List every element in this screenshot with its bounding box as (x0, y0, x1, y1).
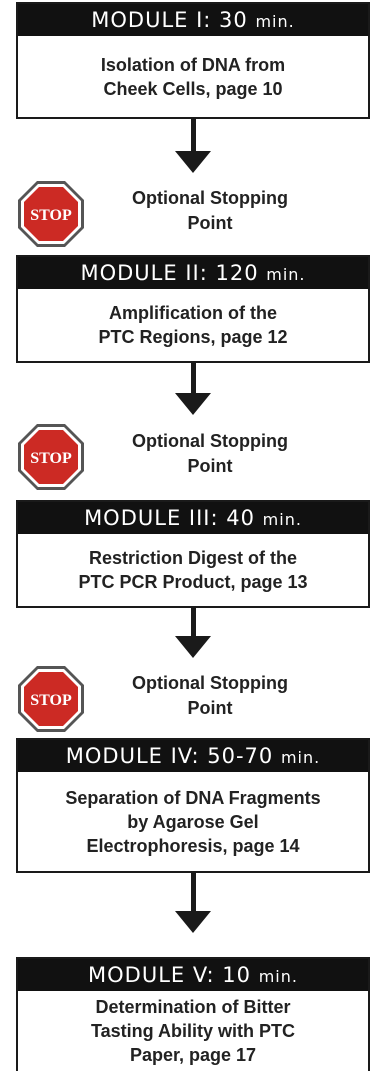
stop-label-line1: Optional Stopping (132, 673, 288, 693)
module-1-line: Isolation of DNA from (100, 54, 286, 75)
stop-sign-icon: STOP (18, 424, 84, 490)
module-3-description: Restriction Digest of the PTC PCR Produc… (18, 534, 368, 606)
module-1-box: MODULE I: 30 min. Isolation of DNA from … (16, 2, 370, 119)
svg-text:STOP: STOP (30, 207, 72, 224)
module-1-unit: min. (255, 12, 295, 31)
module-4-line: Electrophoresis, page 14 (86, 835, 300, 856)
module-2-line: PTC Regions, page 12 (98, 327, 288, 347)
svg-text:STOP: STOP (30, 692, 72, 709)
module-2-line: Amplification of the (109, 303, 277, 323)
module-5-description: Determination of Bitter Tasting Ability … (18, 991, 368, 1071)
module-2-minutes: 120 (215, 261, 259, 285)
flow-arrow-2 (175, 363, 211, 415)
module-4-box: MODULE IV: 50-70 min. Separation of DNA … (16, 738, 370, 873)
stop-label: Optional Stopping Point (110, 671, 310, 721)
stop-sign-icon: STOP (18, 181, 84, 247)
module-3-line: PTC PCR Product, page 13 (78, 572, 308, 592)
module-5-minutes: 10 (222, 963, 252, 987)
module-2-box: MODULE II: 120 min. Amplification of the… (16, 255, 370, 363)
module-4-minutes: 50-70 (207, 744, 274, 768)
flow-arrow-4 (175, 873, 211, 933)
stop-label-line2: Point (187, 698, 233, 718)
module-1-header: MODULE I: 30 min. (18, 4, 368, 36)
stop-label-line1: Optional Stopping (132, 188, 288, 208)
module-2-description: Amplification of the PTC Regions, page 1… (18, 289, 368, 361)
svg-text:STOP: STOP (30, 450, 72, 467)
module-5-line: Determination of Bitter (95, 997, 291, 1017)
module-2-title: MODULE II: (80, 261, 208, 285)
module-4-description: Separation of DNA Fragments by Agarose G… (18, 772, 368, 871)
module-5-line: Tasting Ability with PTC (91, 1021, 295, 1041)
flow-arrow-1 (175, 119, 211, 173)
module-3-title: MODULE III: (84, 506, 219, 530)
stop-point-3: STOP Optional Stopping Point (0, 665, 388, 733)
module-1-line: Cheek Cells, page 10 (103, 78, 283, 99)
module-5-title: MODULE V: (88, 963, 215, 987)
stop-label-line2: Point (187, 456, 233, 476)
module-4-title: MODULE IV: (65, 744, 200, 768)
stop-point-1: STOP Optional Stopping Point (0, 180, 388, 248)
stop-label: Optional Stopping Point (110, 429, 310, 479)
module-5-unit: min. (258, 967, 298, 986)
module-3-line: Restriction Digest of the (88, 548, 298, 568)
module-5-box: MODULE V: 10 min. Determination of Bitte… (16, 957, 370, 1071)
module-5-line: Paper, page 17 (129, 1045, 257, 1065)
module-1-description: Isolation of DNA from Cheek Cells, page … (18, 36, 368, 117)
stop-label: Optional Stopping Point (110, 186, 310, 236)
module-4-line: Separation of DNA Fragments (65, 787, 321, 808)
module-3-minutes: 40 (226, 506, 255, 530)
module-3-header: MODULE III: 40 min. (18, 502, 368, 534)
module-4-line: by Agarose Gel (127, 811, 259, 832)
stop-point-2: STOP Optional Stopping Point (0, 423, 388, 491)
stop-label-line2: Point (187, 213, 233, 233)
module-4-header: MODULE IV: 50-70 min. (18, 740, 368, 772)
stop-sign-icon: STOP (18, 666, 84, 732)
module-4-unit: min. (280, 748, 321, 767)
flow-arrow-3 (175, 608, 211, 658)
module-2-header: MODULE II: 120 min. (18, 257, 368, 289)
module-2-unit: min. (266, 265, 306, 284)
stop-label-line1: Optional Stopping (132, 431, 288, 451)
module-5-header: MODULE V: 10 min. (18, 959, 368, 991)
module-3-box: MODULE III: 40 min. Restriction Digest o… (16, 500, 370, 608)
module-1-title: MODULE I: (91, 8, 212, 32)
module-1-minutes: 30 (219, 8, 248, 32)
module-3-unit: min. (262, 510, 302, 529)
